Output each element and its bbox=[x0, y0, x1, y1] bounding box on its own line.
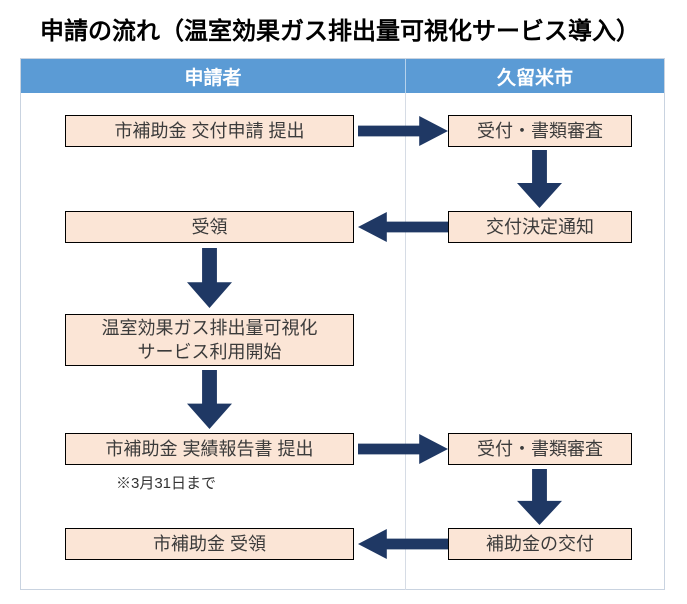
arrow-down-icon bbox=[187, 370, 232, 429]
step-service-start: 温室効果ガス排出量可視化 サービス利用開始 bbox=[65, 314, 354, 366]
step-submit-report: 市補助金 実績報告書 提出 bbox=[65, 433, 354, 465]
column-header-city: 久留米市 bbox=[496, 67, 573, 89]
step-grant-decision-notice: 交付決定通知 bbox=[448, 211, 632, 243]
step-receipt: 受領 bbox=[65, 211, 354, 243]
arrow-right-icon bbox=[358, 116, 448, 146]
table-body: 市補助金 交付申請 提出 受付・書類審査 受領 交付決定通知 温室効果ガス排出量… bbox=[21, 93, 664, 590]
table-header: 申請者 久留米市 bbox=[21, 59, 664, 93]
step-label: 受付・書類審査 bbox=[477, 439, 603, 459]
step-label: 補助金の交付 bbox=[486, 534, 594, 554]
step-label-line2: サービス利用開始 bbox=[137, 342, 282, 362]
flow-table: 申請者 久留米市 市補助金 交付申請 提出 受付・書類審査 受領 交付決定通知 bbox=[20, 58, 665, 590]
step-label: 市補助金 交付申請 提出 bbox=[114, 121, 305, 141]
step-acceptance-review-2: 受付・書類審査 bbox=[448, 433, 632, 465]
report-deadline-note: ※3月31日まで bbox=[116, 475, 217, 492]
page-title: 申請の流れ（温室効果ガス排出量可視化サービス導入） bbox=[40, 18, 640, 45]
column-header-applicant: 申請者 bbox=[21, 59, 406, 93]
arrow-down-icon bbox=[517, 150, 562, 208]
step-label: 受領 bbox=[191, 217, 228, 237]
arrow-right-icon bbox=[358, 434, 448, 464]
step-label: 市補助金 受領 bbox=[152, 534, 266, 554]
step-subsidy-receipt: 市補助金 受領 bbox=[65, 528, 354, 560]
column-divider bbox=[405, 93, 406, 590]
step-label: 市補助金 実績報告書 提出 bbox=[105, 439, 314, 459]
arrow-down-icon bbox=[517, 469, 562, 525]
arrow-left-icon bbox=[358, 212, 448, 242]
arrow-down-icon bbox=[187, 248, 232, 308]
step-submit-application: 市補助金 交付申請 提出 bbox=[65, 115, 354, 147]
step-acceptance-review-1: 受付・書類審査 bbox=[448, 115, 632, 147]
step-subsidy-payment: 補助金の交付 bbox=[448, 528, 632, 560]
step-label: 受付・書類審査 bbox=[477, 121, 603, 141]
arrow-left-icon bbox=[358, 529, 448, 559]
step-label: 交付決定通知 bbox=[486, 217, 594, 237]
step-label-line1: 温室効果ガス排出量可視化 bbox=[101, 318, 318, 338]
